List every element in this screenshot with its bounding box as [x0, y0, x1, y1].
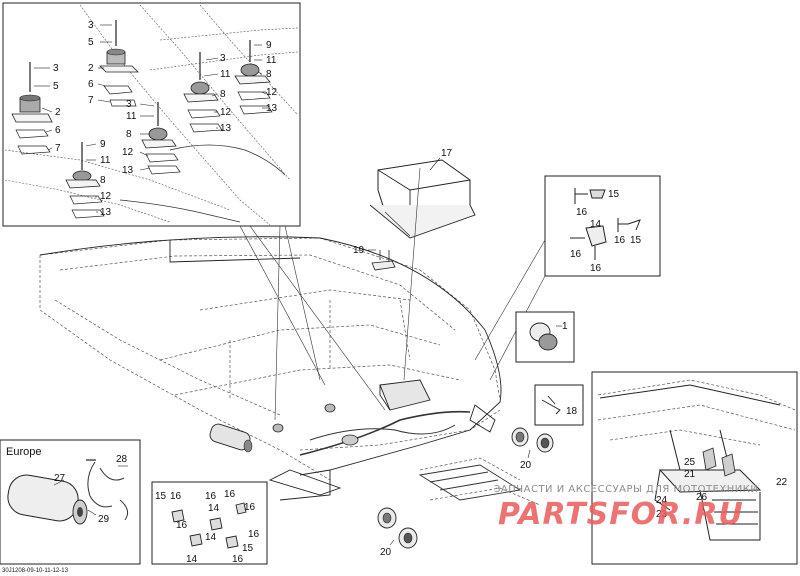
callout-9a: 9 — [266, 40, 272, 51]
inset-frame-fasteners-2 — [151, 481, 268, 565]
callout-20a: 20 — [520, 460, 532, 471]
callout-11b: 11 — [266, 55, 277, 66]
engine-mount-2 — [11, 62, 53, 155]
callout-2b: 2 — [55, 107, 61, 118]
callout-8b: 8 — [266, 69, 272, 80]
hull-harness-bundle — [272, 403, 471, 456]
drain-plug-part-20-right: 20 — [511, 427, 554, 471]
callout-14c: 14 — [205, 532, 217, 543]
callout-16j: 16 — [248, 529, 260, 540]
callout-14b: 14 — [208, 503, 220, 514]
engine-mount-3 — [234, 40, 273, 115]
callout-23: 23 — [656, 509, 668, 520]
fastener-inset-2: 15 16 16 16 16 14 16 14 16 15 14 16 — [151, 481, 268, 565]
callout-29: 29 — [98, 514, 110, 525]
callout-17: 17 — [441, 148, 453, 159]
europe-label: Europe — [6, 446, 41, 458]
callout-1: 1 — [562, 321, 568, 332]
inset-frame-step — [591, 371, 798, 565]
engine-mount-4 — [183, 52, 223, 133]
engine-mount-inset: 3 5 2 6 7 3 5 2 6 7 3 11 8 12 13 9 11 8 … — [2, 2, 301, 227]
callout-6a: 6 — [88, 79, 94, 90]
callout-8c: 8 — [126, 129, 132, 140]
callout-15b: 15 — [630, 235, 642, 246]
callout-3b: 3 — [53, 63, 59, 74]
inset-frame-top-left — [2, 2, 301, 227]
callout-15a: 15 — [608, 189, 620, 200]
storage-box-part — [369, 159, 476, 239]
hull-muffler — [209, 423, 253, 453]
callout-27: 27 — [54, 473, 66, 484]
callout-12d: 12 — [100, 191, 112, 202]
callout-24: 24 — [656, 495, 668, 506]
callout-13b: 13 — [266, 103, 278, 114]
callout-2a: 2 — [88, 63, 94, 74]
callout-15c: 15 — [155, 491, 167, 502]
callout-8d: 8 — [100, 175, 106, 186]
callout-21: 21 — [684, 469, 696, 480]
callout-6b: 6 — [55, 125, 61, 136]
callout-22: 22 — [776, 477, 788, 488]
engine-mount-6 — [65, 142, 105, 219]
callout-16h: 16 — [244, 502, 256, 513]
callout-16e: 16 — [170, 491, 182, 502]
callout-19: 19 — [353, 245, 365, 256]
callout-15d: 15 — [242, 543, 254, 554]
europe-inset: Europe 27 28 29 — [0, 439, 141, 565]
hull-main-view — [39, 236, 541, 506]
callout-3d: 3 — [126, 99, 132, 110]
callout-16b: 16 — [614, 235, 626, 246]
engine-mount-1 — [99, 20, 139, 107]
callout-7a: 7 — [88, 95, 94, 106]
callout-7b: 7 — [55, 143, 61, 154]
europe-muffler — [7, 474, 88, 525]
callout-12a: 12 — [220, 107, 232, 118]
callout-16f: 16 — [205, 491, 217, 502]
callout-3a: 3 — [88, 20, 94, 31]
diagram-code: 30J1208-09-10-11-12-13 — [2, 568, 69, 574]
callout-16g: 16 — [224, 489, 236, 500]
fastener-inset: 15 16 14 16 15 16 16 — [544, 175, 661, 277]
callout-16k: 16 — [232, 554, 244, 565]
callout-11c: 11 — [126, 111, 137, 122]
clip-inset-18: 18 — [534, 384, 584, 426]
callout-26: 26 — [696, 492, 708, 503]
grommet-part-1: 1 — [515, 311, 575, 363]
callout-5a: 5 — [88, 37, 94, 48]
callout-11d: 11 — [100, 155, 111, 166]
callout-16a: 16 — [576, 207, 588, 218]
callout-12b: 12 — [266, 87, 278, 98]
callout-11a: 11 — [220, 69, 231, 80]
callout-8a: 8 — [220, 89, 226, 100]
callout-16c: 16 — [570, 249, 582, 260]
callout-14d: 14 — [186, 554, 198, 565]
callout-14a: 14 — [590, 219, 602, 230]
callout-12c: 12 — [122, 147, 134, 158]
watermark-line1: ЗАПЧАСТИ И АКСЕССУАРЫ ДЛЯ МОТОТЕХНИКИ — [494, 484, 758, 495]
bracket-part-19: 19 — [353, 245, 396, 271]
callout-5b: 5 — [53, 81, 59, 92]
callout-18: 18 — [566, 406, 578, 417]
callout-16i: 16 — [176, 520, 188, 531]
europe-clamp-strap — [87, 461, 129, 521]
drain-plug-part-20-bottom: 20 — [377, 507, 418, 558]
callout-13d: 13 — [100, 207, 112, 218]
hull-boarding-step — [418, 464, 522, 501]
callout-13a: 13 — [220, 123, 232, 134]
callout-13c: 13 — [122, 165, 134, 176]
callout-3c: 3 — [220, 53, 226, 64]
callout-20b: 20 — [380, 547, 392, 558]
callout-28: 28 — [116, 454, 128, 465]
hull-box-installed — [379, 379, 431, 411]
watermark: ЗАПЧАСТИ И АКСЕССУАРЫ ДЛЯ МОТОТЕХНИКИ PA… — [494, 484, 758, 532]
callout-25: 25 — [684, 457, 696, 468]
callout-16d: 16 — [590, 263, 602, 274]
boarding-step-inset: 25 21 22 24 23 26 — [591, 371, 798, 565]
watermark-line2: PARTSFOR.RU — [498, 497, 744, 532]
callout-9b: 9 — [100, 139, 106, 150]
